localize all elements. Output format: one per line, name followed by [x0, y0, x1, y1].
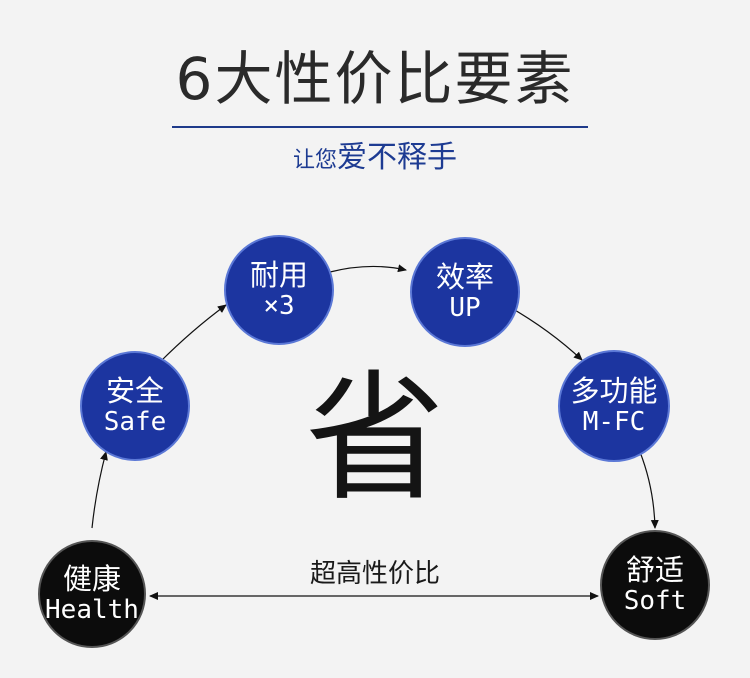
circle-health-label: 健康	[62, 562, 121, 596]
arrow-durable-efficiency	[329, 264, 407, 273]
circle-safe-sublabel: Safe	[103, 407, 167, 437]
circle-efficiency: 效率 UP	[410, 237, 520, 347]
circle-multi-sublabel: M-FC	[582, 407, 646, 437]
bottom-label: 超高性价比	[309, 559, 440, 589]
circle-multi: 多功能 M-FC	[558, 350, 670, 462]
title-divider	[172, 126, 588, 128]
arrow-health-safe	[91, 451, 108, 529]
circle-durable-label: 耐用	[249, 258, 308, 292]
subtitle: 让您爱不释手	[0, 138, 750, 181]
page-title: 6大性价比要素	[175, 45, 575, 113]
subtitle-big: 爱不释手	[337, 140, 457, 175]
center-character: 省	[304, 358, 445, 521]
circle-safe: 安全 Safe	[80, 351, 190, 461]
circle-efficiency-sublabel: UP	[449, 293, 481, 323]
circle-health-sublabel: Health	[45, 595, 139, 625]
subtitle-small: 让您	[292, 148, 337, 173]
circle-health: 健康 Health	[38, 540, 146, 648]
circle-multi-label: 多功能	[570, 374, 658, 408]
circle-efficiency-label: 效率	[435, 260, 494, 294]
circle-durable: 耐用 ×3	[224, 235, 334, 345]
arrow-safe-durable	[159, 304, 227, 363]
circle-comfort: 舒适 Soft	[600, 530, 710, 640]
arrow-efficiency-multi	[507, 305, 583, 361]
circle-comfort-label: 舒适	[625, 553, 684, 587]
circle-safe-label: 安全	[105, 374, 164, 408]
circle-comfort-sublabel: Soft	[623, 586, 687, 616]
circle-durable-sublabel: ×3	[263, 291, 295, 321]
arrow-multi-comfort	[639, 451, 659, 529]
